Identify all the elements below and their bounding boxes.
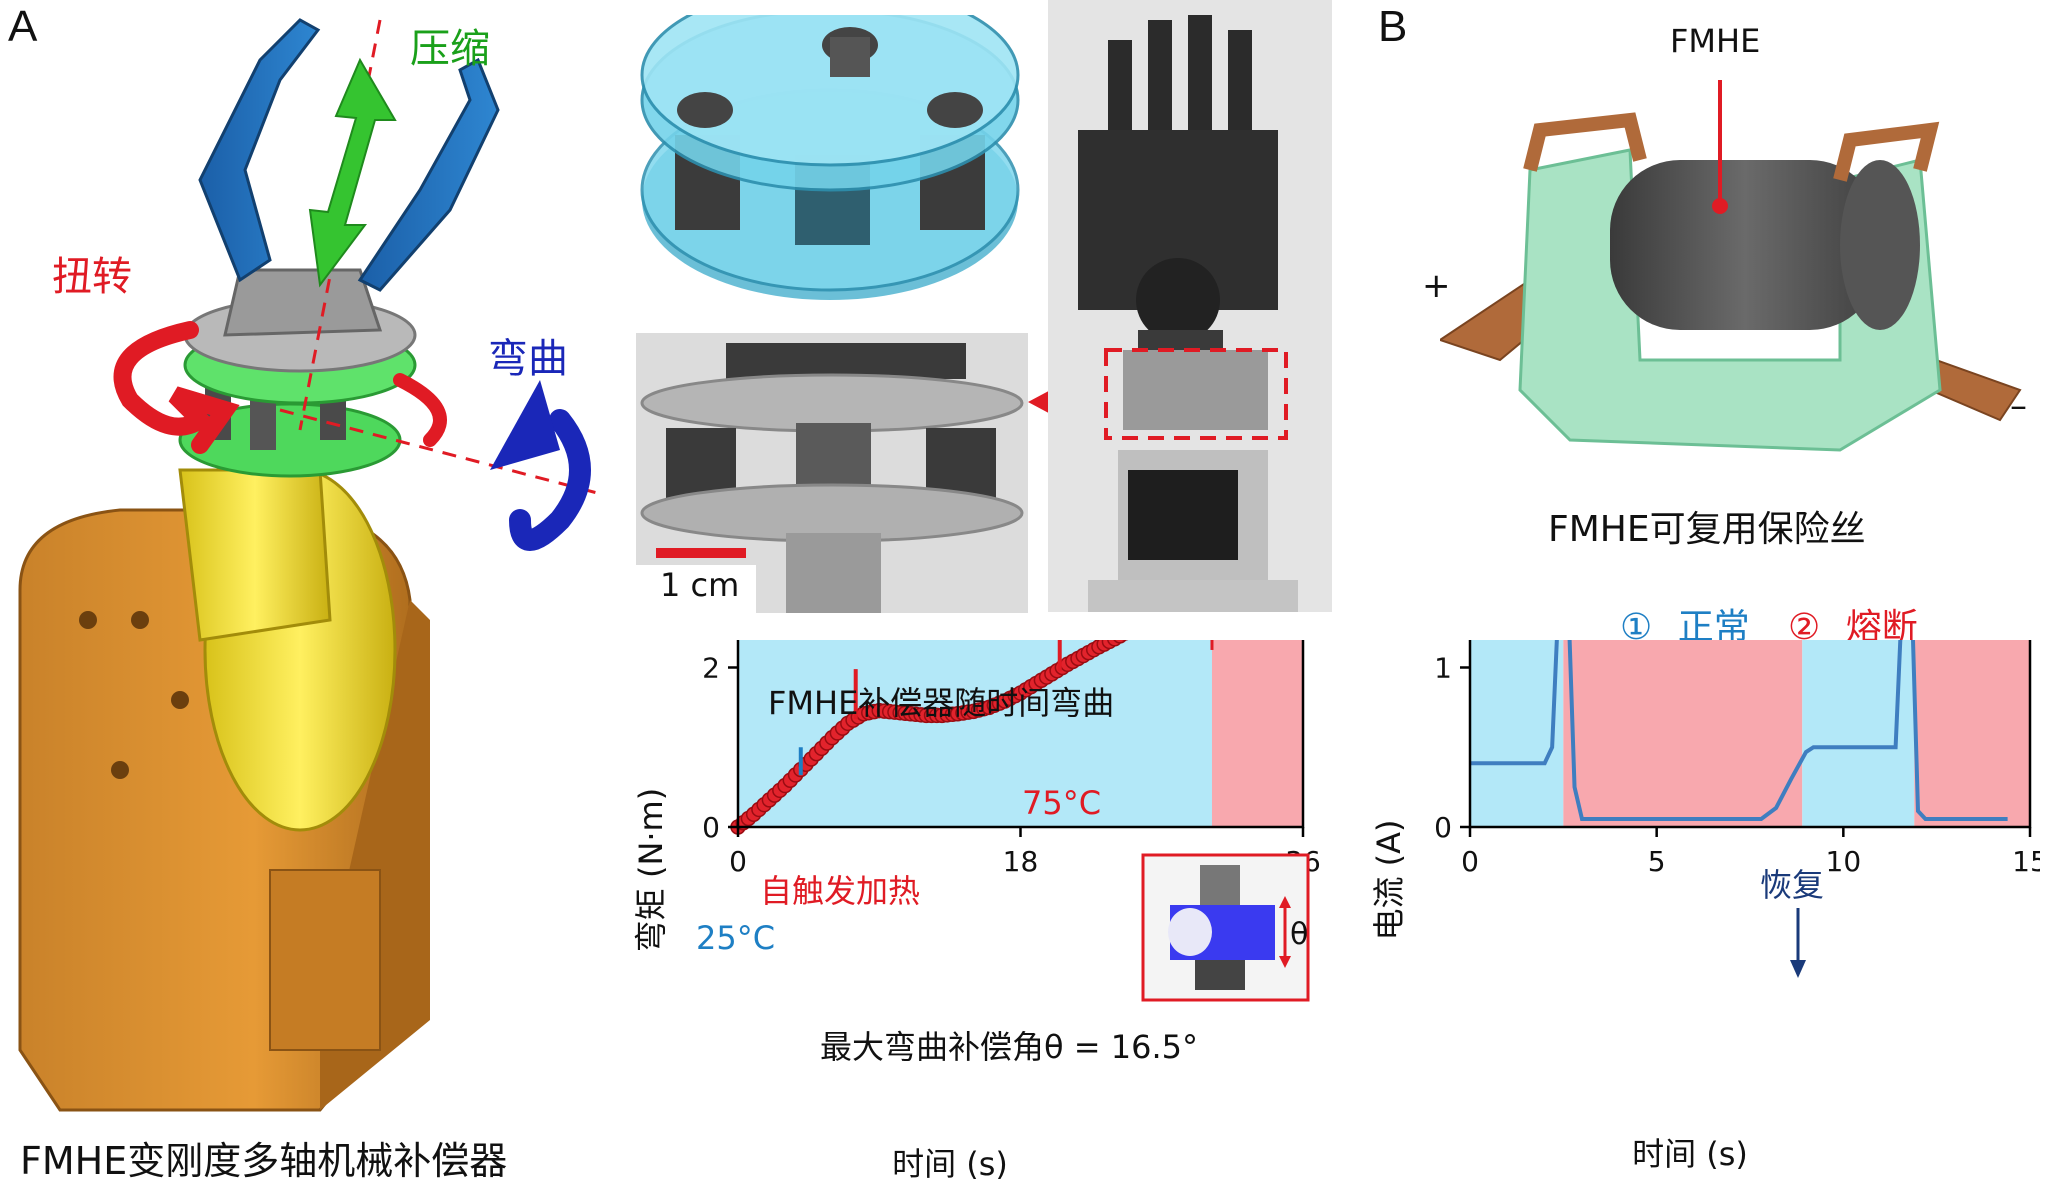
label-fmhe: FMHE: [1670, 22, 1761, 60]
y-tick-label: 0: [702, 811, 720, 844]
chart1-title: FMHE补偿器随时间弯曲: [768, 684, 1114, 722]
state-region: [1563, 640, 1803, 827]
annotation-75c: 75°C: [1022, 784, 1101, 822]
fmhe-disc-render: [640, 15, 1020, 300]
compensator-illustration: [18, 18, 606, 1112]
caption-compensator: FMHE变刚度多轴机械补偿器: [20, 1139, 508, 1183]
axis-ticks: 051015012: [1434, 652, 2040, 879]
region-blown-bg: [1211, 640, 1303, 827]
y-tick-label: 2: [702, 652, 720, 685]
y-tick-label: 1: [1434, 652, 1452, 685]
y-tick-label: 0: [1434, 811, 1452, 844]
label-twist: 扭转: [52, 254, 132, 300]
axis-ticks: 01836024: [702, 652, 1321, 879]
chart-current: 051015012 ①②①② 恢复 时间 (s) 电流 (A): [1370, 640, 2040, 1173]
data-point: [1113, 640, 1127, 644]
x-tick-label: 18: [1003, 845, 1039, 878]
state-region: [1470, 640, 1564, 827]
series-points: [730, 640, 1129, 835]
annotation-25c: 25°C: [696, 919, 775, 957]
bolted-plate-photo: [636, 333, 1028, 613]
recover-arrow-head: [1790, 960, 1806, 978]
chart2-xlabel: 时间 (s): [1632, 1135, 1748, 1173]
annotation-theta: θ: [1290, 917, 1308, 952]
inset-photo-theta: [1141, 853, 1310, 1002]
label-compress: 压缩: [410, 26, 490, 72]
annotation-self-heat: 自触发加热: [760, 872, 920, 910]
label-bend: 弯曲: [488, 336, 568, 382]
state-regions: [1470, 640, 2030, 827]
state-region: [1914, 640, 2030, 827]
panel-letter-a: A: [8, 2, 38, 51]
x-tick-label: 0: [729, 845, 747, 878]
scale-bar-label: 1 cm: [660, 566, 740, 604]
annotation-max-angle: 最大弯曲补偿角θ = 16.5°: [820, 1028, 1198, 1066]
x-tick-label: 0: [1461, 845, 1479, 878]
x-tick-label: 5: [1648, 845, 1666, 878]
caption-fuse: FMHE可复用保险丝: [1548, 509, 1866, 550]
robot-hand-photo: [1048, 0, 1332, 612]
fuse-render: [1440, 80, 2022, 452]
chart-bending-moment: 01836024 FMHE补偿器随时间弯曲 自触发加热 75°C 25°C 最大…: [632, 640, 1321, 1180]
x-tick-label: 15: [2012, 845, 2040, 878]
chart2-ylabel: 电流 (A): [1370, 819, 1408, 940]
chart1-xlabel: 时间 (s): [892, 1145, 1008, 1180]
label-plus: +: [1422, 266, 1451, 306]
current-series-line: [1470, 640, 2008, 822]
region-normal-bg: [738, 640, 1212, 827]
x-tick-label: 10: [1826, 845, 1862, 878]
panel-letter-b: B: [1378, 2, 1408, 51]
chart1-ylabel: 弯矩 (N·m): [632, 788, 670, 952]
annotation-recover: 恢复: [1760, 866, 1824, 904]
